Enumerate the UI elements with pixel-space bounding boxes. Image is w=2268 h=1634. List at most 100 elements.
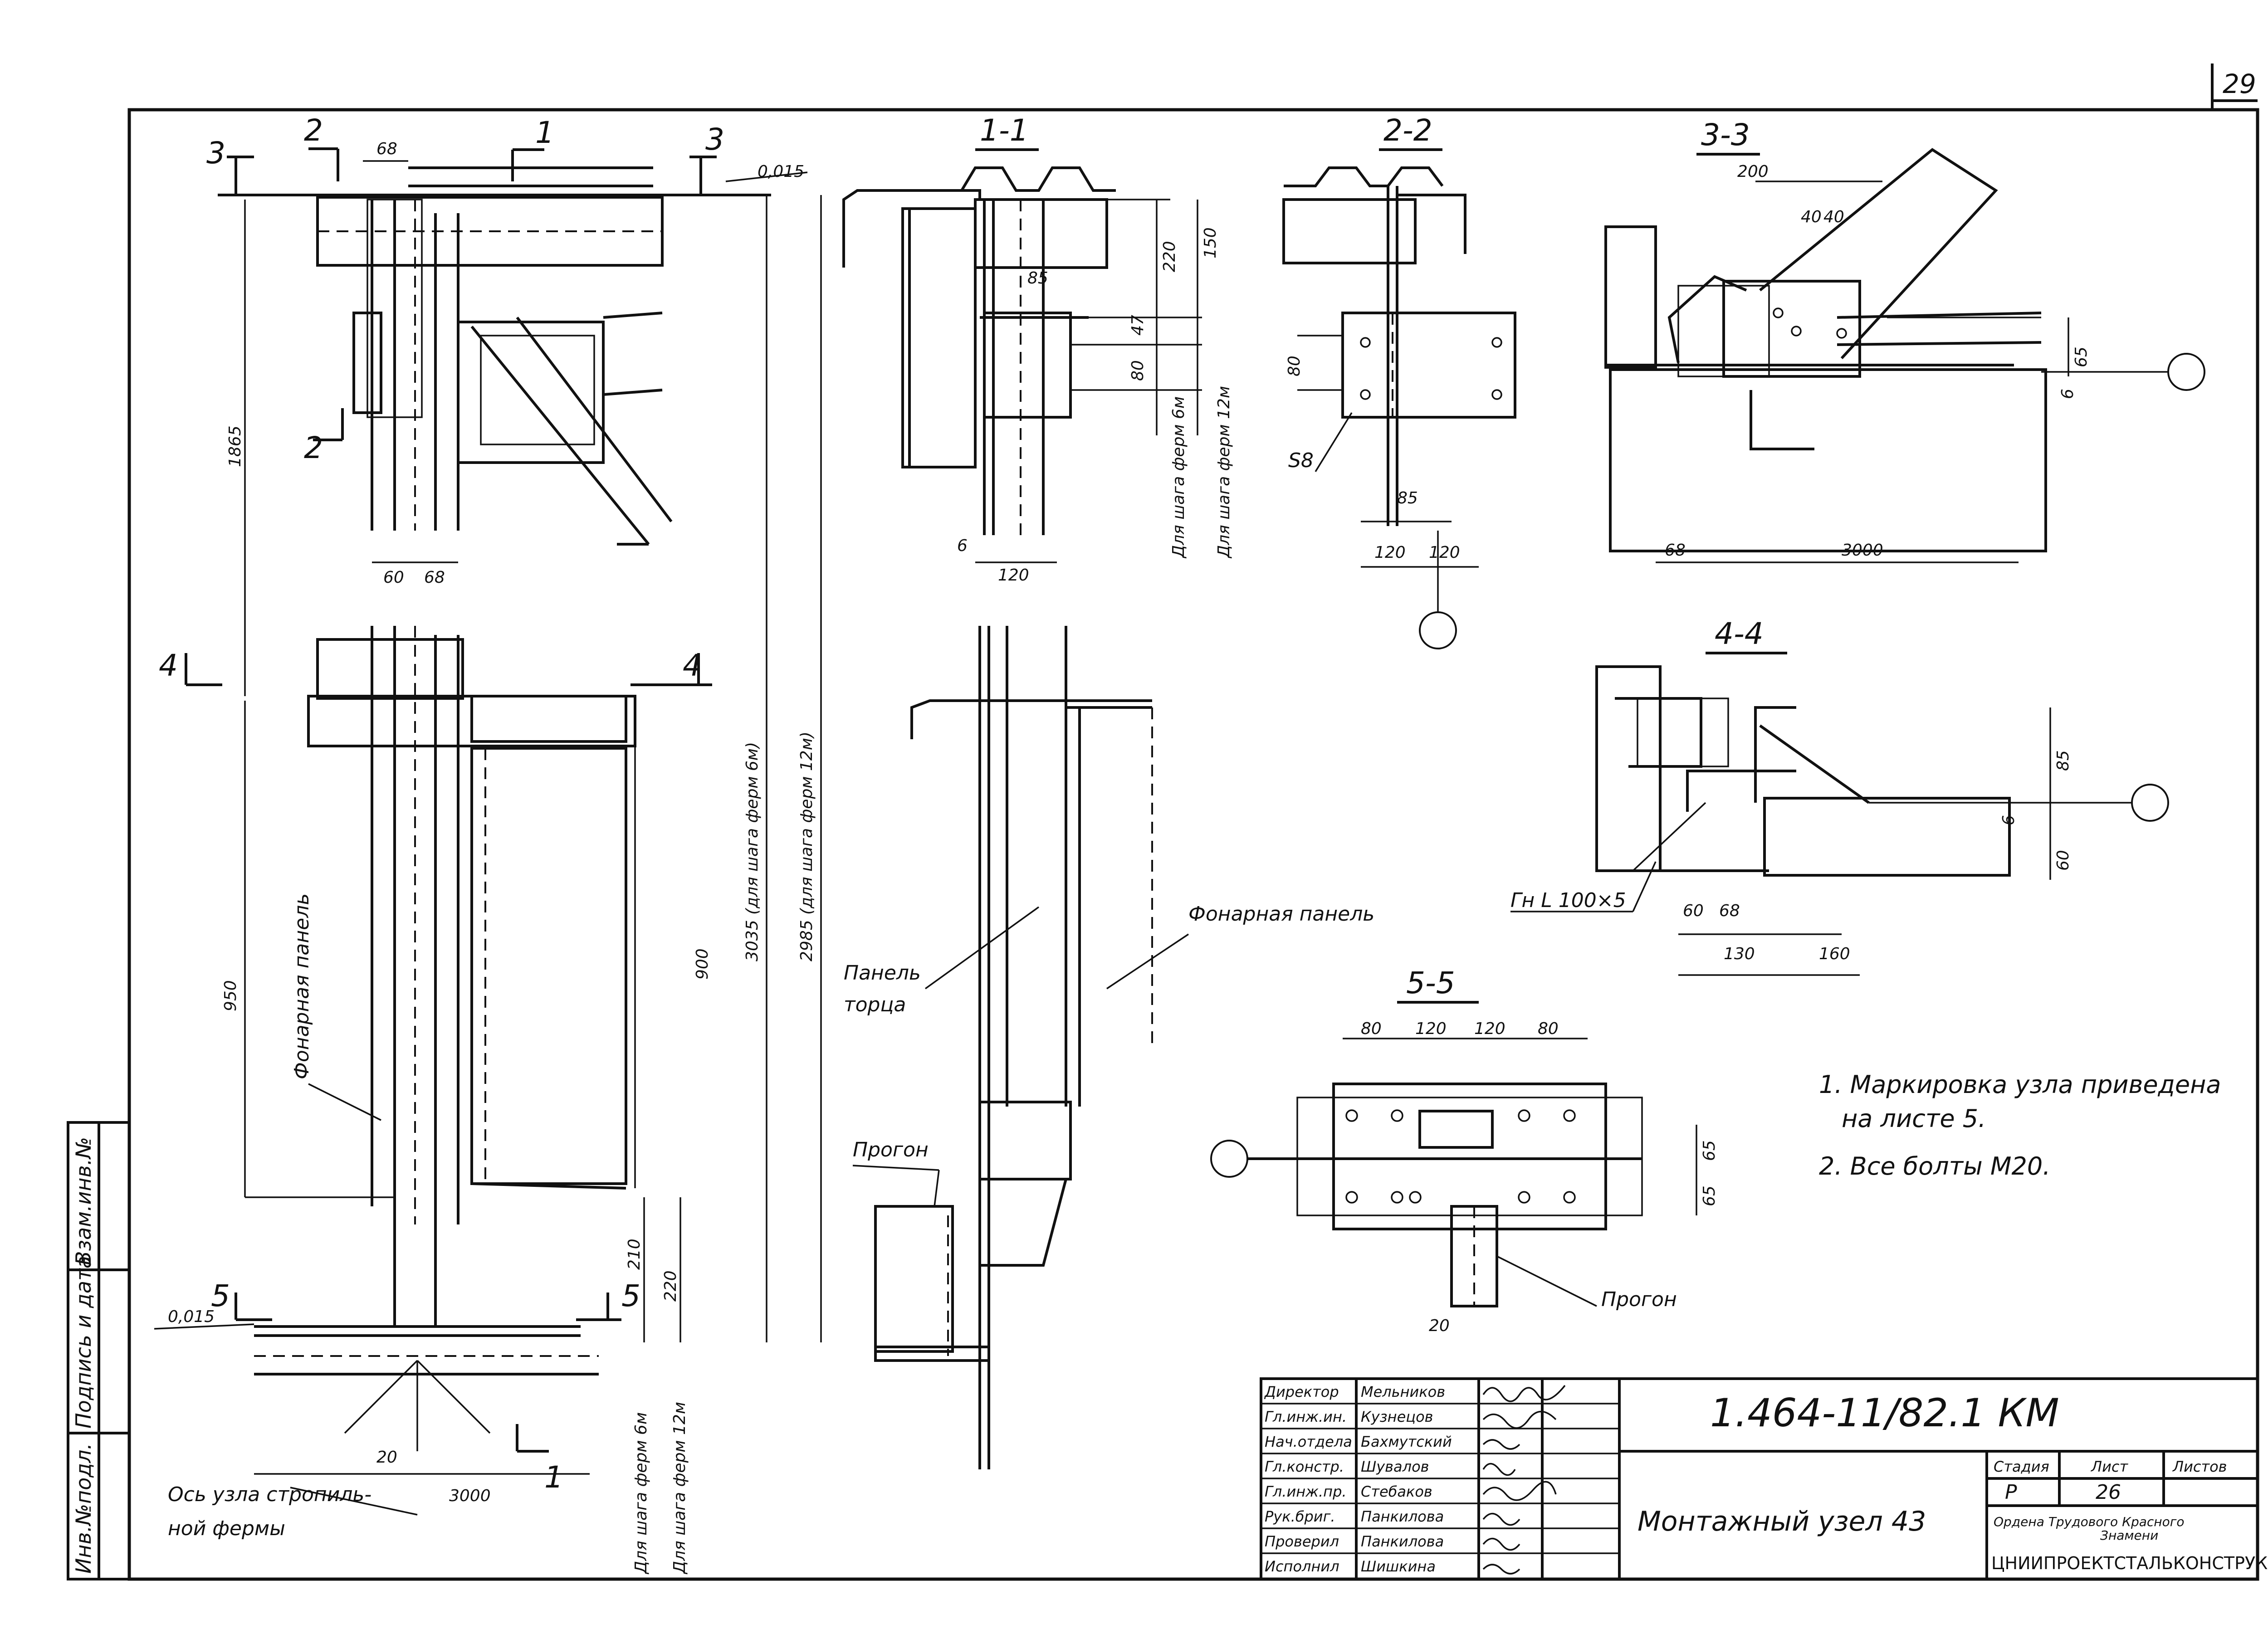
dim-80a-s55: 80 <box>1361 1019 1382 1038</box>
section-3-3: 3-3 200 40 40 65 6 68 3000 <box>1604 117 2205 563</box>
lbl-s8: S8 <box>1288 449 1314 472</box>
tb-code: 1.464-11/82.1 КМ <box>1710 1390 2059 1436</box>
dim-210: 210 <box>625 1239 644 1270</box>
cut-mark-1-top: 1 <box>535 115 554 150</box>
lbl-purlin-s55: Прогон <box>1601 1288 1677 1311</box>
dim-65b-s55: 65 <box>1700 1185 1719 1206</box>
dim-220-s11: 220 <box>1160 241 1179 272</box>
tb-org-line2: Знамени <box>2100 1528 2158 1543</box>
cut-mark-5-left: 5 <box>211 1278 230 1313</box>
stamp-sign: Подпись и дата <box>71 1256 96 1429</box>
tb-role-2: Нач.отдела <box>1265 1433 1352 1450</box>
dim-68-s44: 68 <box>1719 902 1740 920</box>
dim-2985: 2985 (для шага ферм 12м) <box>797 732 816 961</box>
cut-mark-4-right: 4 <box>683 648 702 683</box>
page-number: 29 <box>2223 68 2256 99</box>
tb-title: Монтажный узел 43 <box>1637 1506 1926 1537</box>
dim-85-s44: 85 <box>2054 750 2072 771</box>
notes: 1. Маркировка узла приведена на листе 5.… <box>1819 1070 2221 1180</box>
lbl-lantern-panel-s11: Фонарная панель <box>1188 902 1374 926</box>
main-elevation: 3 3 2 1 68 0,015 <box>154 113 822 1575</box>
tb-role-7: Исполнил <box>1265 1558 1339 1575</box>
section-5-5: 5-5 80 120 120 80 65 65 20 Прогон <box>1210 966 1719 1335</box>
cut-mark-1-bottom: 1 <box>544 1460 563 1495</box>
section-4-4: 4-4 85 6 60 Гн L 100×5 60 68 130 160 <box>1510 616 2169 976</box>
dim-40b-s33: 40 <box>1823 208 1844 226</box>
dim-900: 900 <box>693 948 712 980</box>
dim-68-s33: 68 <box>1665 541 1686 560</box>
tb-stage-label: Стадия <box>1994 1458 2049 1475</box>
cut-mark-4-left: 4 <box>159 648 178 683</box>
section-title-5-5: 5-5 <box>1406 966 1455 1000</box>
note-12m-main: Для шага ферм 12м <box>670 1402 689 1575</box>
stamp-inv: Инв.№подл. <box>71 1443 96 1574</box>
tb-role-3: Гл.констр. <box>1265 1458 1344 1475</box>
dim-3000-main: 3000 <box>449 1487 491 1505</box>
dim-80-s11: 80 <box>1129 360 1147 381</box>
dim-150-s11: 150 <box>1201 227 1220 259</box>
section-2-2: 2-2 80 S8 85 120 120 <box>1282 113 1516 649</box>
title-block: Директор Гл.инж.ин. Нач.отдела Гл.констр… <box>1260 1377 2268 1580</box>
sheet-frame <box>127 108 2259 1581</box>
tb-sheets-label: Листов <box>2172 1458 2227 1475</box>
tb-name-4: Стебаков <box>1361 1483 1432 1500</box>
note-12m-s11: Для шага ферм 12м <box>1215 386 1233 559</box>
dim-950: 950 <box>221 980 240 1011</box>
dim-68-top: 68 <box>376 140 397 158</box>
dim-80b-s55: 80 <box>1538 1019 1559 1038</box>
dim-20-s55: 20 <box>1429 1317 1450 1335</box>
dim-120b-s22: 120 <box>1429 543 1460 562</box>
tb-role-1: Гл.инж.ин. <box>1265 1408 1347 1425</box>
tb-name-5: Панкилова <box>1361 1508 1444 1525</box>
tb-name-1: Кузнецов <box>1361 1408 1433 1425</box>
note-6m-main: Для шага ферм 6м <box>632 1412 650 1575</box>
tb-name-6: Панкилова <box>1361 1533 1444 1550</box>
dim-1865: 1865 <box>226 425 244 467</box>
tb-role-5: Рук.бриг. <box>1265 1508 1335 1525</box>
dim-85-s22: 85 <box>1397 489 1418 507</box>
tb-sheet: 26 <box>2096 1481 2121 1504</box>
stamp-replace: Взам.инв.№ <box>71 1137 96 1265</box>
elev-top: 0,015 <box>758 162 804 181</box>
note-6m-s11: Для шага ферм 6м <box>1169 396 1188 559</box>
dim-85-s11: 85 <box>1027 269 1048 288</box>
tb-name-2: Бахмутский <box>1361 1433 1452 1450</box>
lbl-truss-axis: Ось узла стропиль- <box>168 1483 371 1506</box>
side-stamp: Инв.№подл. Подпись и дата Взам.инв.№ <box>67 1121 131 1580</box>
elev-bottom: 0,015 <box>168 1307 215 1326</box>
signatures <box>1482 1385 1566 1575</box>
lbl-truss-axis-2: ной фермы <box>168 1517 285 1540</box>
dim-130-s44: 130 <box>1724 945 1755 963</box>
lbl-purlin-s11: Прогон <box>853 1138 929 1161</box>
note-2: 2. Все болты М20. <box>1819 1152 2050 1180</box>
cut-mark-2-lower: 2 <box>304 430 323 465</box>
tb-stage: Р <box>2005 1481 2017 1504</box>
dim-120-s11: 120 <box>998 566 1029 585</box>
note-1: 1. Маркировка узла приведена <box>1819 1070 2221 1099</box>
dim-65a-s55: 65 <box>1700 1140 1719 1161</box>
cut-mark-3-right: 3 <box>705 122 724 157</box>
section-title-1-1: 1-1 <box>980 113 1029 148</box>
dim-6-s33: 6 <box>2058 389 2077 399</box>
dim-40a-s33: 40 <box>1801 208 1822 226</box>
dim-3000-s33: 3000 <box>1842 541 1883 560</box>
lbl-end-panel-2: торца <box>844 993 906 1016</box>
dim-6-s44: 6 <box>1999 815 2018 825</box>
dim-20-main: 20 <box>376 1448 397 1467</box>
tb-org: ЦНИИПРОЕКТСТАЛЬКОНСТРУКЦИЯ <box>1991 1553 2268 1573</box>
section-title-3-3: 3-3 <box>1701 117 1750 152</box>
dim-160-s44: 160 <box>1819 945 1850 963</box>
dim-60-s44: 60 <box>2054 850 2072 871</box>
cut-mark-5-right: 5 <box>621 1278 640 1313</box>
tb-role-4: Гл.инж.пр. <box>1265 1483 1347 1500</box>
dim-120a-s22: 120 <box>1374 543 1406 562</box>
section-1-1: 1-1 85 220 150 47 80 Для шага ферм 6м Дл… <box>842 113 1374 1469</box>
lbl-lantern-panel-main: Фонарная панель <box>290 893 313 1079</box>
dim-60b-s44: 60 <box>1683 902 1704 920</box>
dim-120b-s55: 120 <box>1474 1019 1505 1038</box>
dim-200-s33: 200 <box>1737 162 1769 181</box>
tb-role-0: Директор <box>1264 1383 1339 1400</box>
dim-60: 60 <box>383 568 404 587</box>
dim-120a-s55: 120 <box>1415 1019 1447 1038</box>
